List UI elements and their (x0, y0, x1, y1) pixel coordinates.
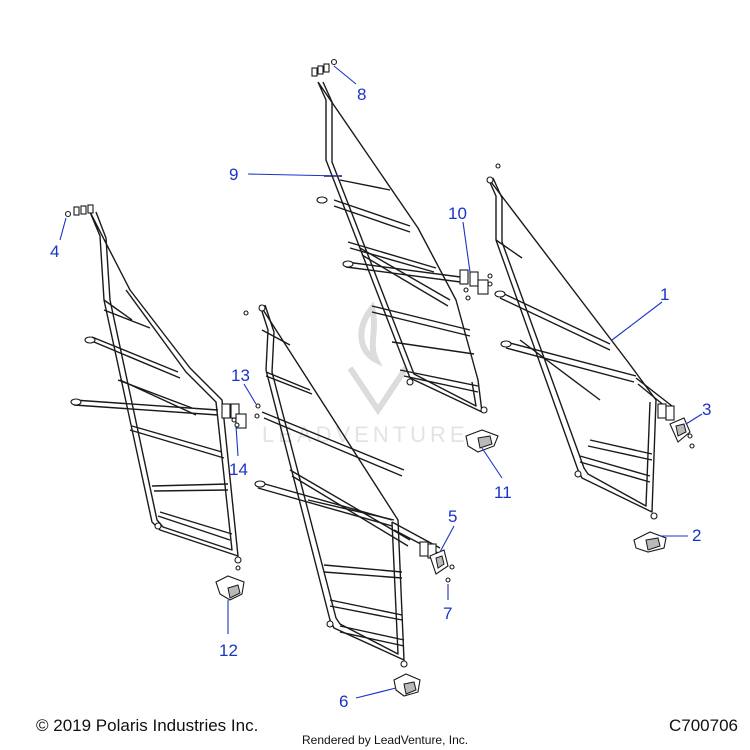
svg-text:5: 5 (448, 507, 457, 526)
net-frame-left (64, 204, 242, 564)
svg-text:14: 14 (229, 460, 248, 479)
callout-10: 10 (448, 204, 471, 273)
latch-part-12 (215, 565, 245, 601)
svg-text:1: 1 (660, 285, 669, 304)
svg-text:4: 4 (50, 242, 59, 261)
hinge-left (221, 403, 261, 429)
callout-12: 12 (219, 600, 238, 660)
latch-part-6 (393, 673, 421, 697)
rendered-by-text: Rendered by LeadVenture, Inc. (302, 733, 469, 747)
latch-part-2 (633, 531, 667, 553)
callout-5: 5 (439, 507, 457, 553)
net-frame-center-upper (311, 58, 488, 414)
callout-8: 8 (333, 65, 366, 104)
svg-text:6: 6 (339, 692, 348, 711)
callout-13: 13 (231, 366, 257, 405)
callout-14: 14 (229, 425, 248, 479)
svg-text:8: 8 (357, 85, 366, 104)
callout-9: 9 (229, 165, 341, 184)
callout-6: 6 (339, 687, 397, 711)
svg-text:9: 9 (229, 165, 238, 184)
callout-2: 2 (660, 526, 701, 545)
callout-7: 7 (443, 584, 452, 623)
svg-text:11: 11 (494, 483, 512, 502)
diagram-code: C700706 (668, 716, 738, 735)
callout-1: 1 (611, 285, 669, 341)
svg-text:10: 10 (448, 204, 467, 223)
hinge-part-3 (657, 403, 695, 449)
callout-3: 3 (685, 400, 711, 425)
svg-text:7: 7 (443, 604, 452, 623)
copyright-text: © 2019 Polaris Industries Inc. (36, 716, 259, 735)
latch-part-11 (465, 429, 499, 453)
callout-4: 4 (50, 217, 67, 261)
net-frame-right (486, 163, 673, 520)
svg-text:12: 12 (219, 641, 238, 660)
callout-11: 11 (481, 447, 512, 502)
svg-text:2: 2 (692, 526, 701, 545)
svg-text:13: 13 (231, 366, 250, 385)
watermark-text: LEADVENTURE (262, 422, 469, 447)
hinge-part-5 (419, 541, 455, 583)
hinge-part-10 (459, 269, 493, 301)
net-frame-center-lower (243, 304, 441, 668)
svg-text:3: 3 (702, 400, 711, 419)
